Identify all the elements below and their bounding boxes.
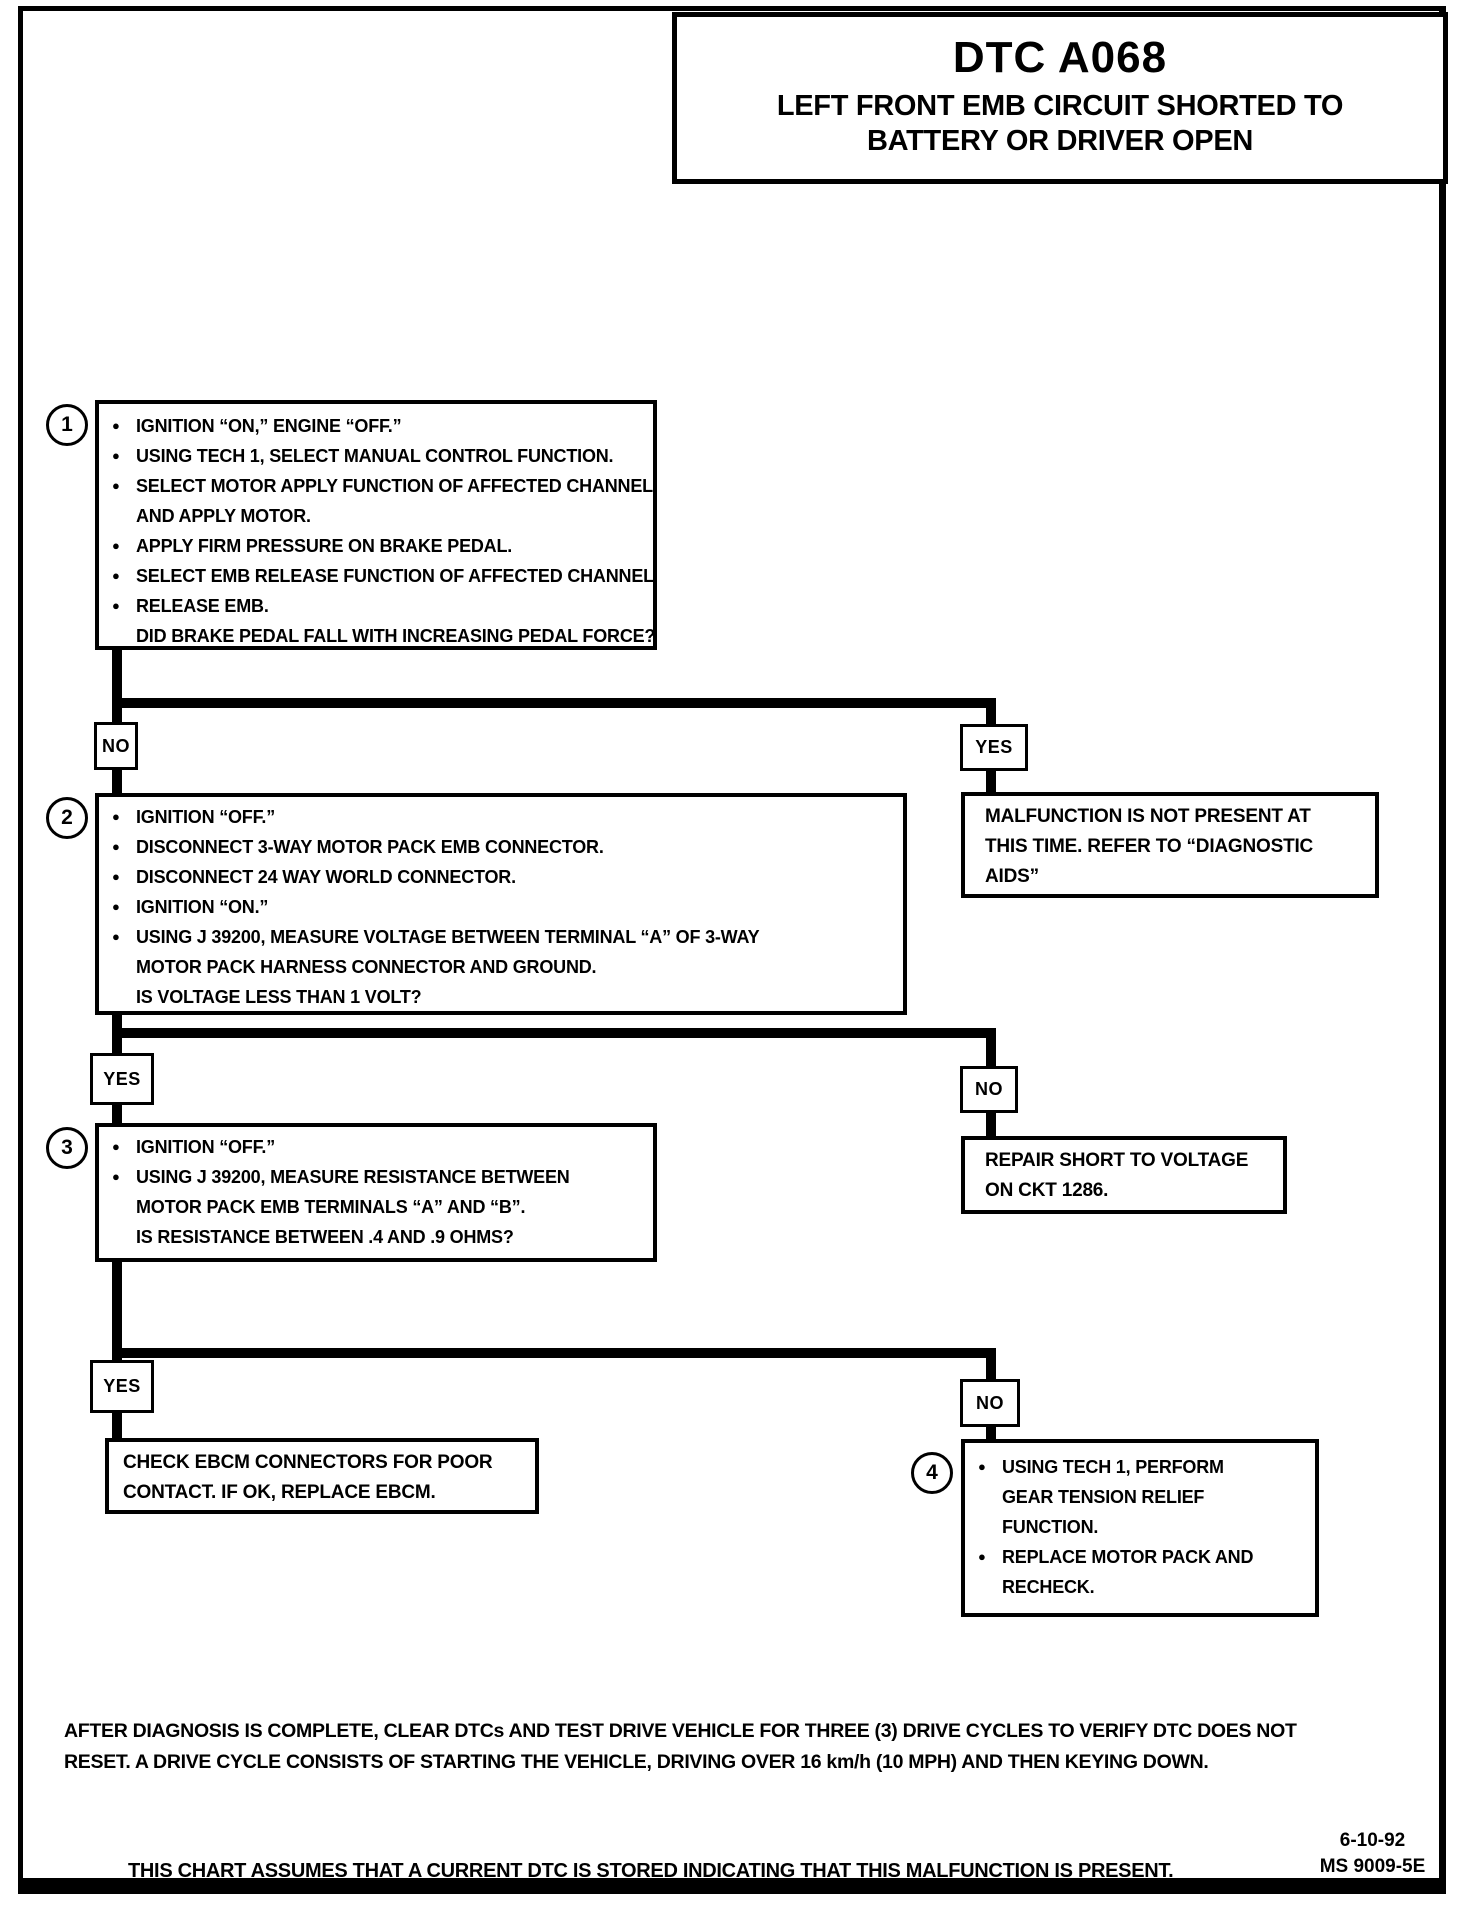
step-1-line: ●IGNITION “ON,” ENGINE “OFF.”: [99, 411, 653, 441]
step-3-line: ●USING J 39200, MEASURE RESISTANCE BETWE…: [99, 1162, 653, 1192]
step-3-line: ●IGNITION “OFF.”: [99, 1132, 653, 1162]
drive-cycle-note: AFTER DIAGNOSIS IS COMPLETE, CLEAR DTCs …: [64, 1716, 1297, 1778]
step-1-line: ●APPLY FIRM PRESSURE ON BRAKE PEDAL.: [99, 531, 653, 561]
bullet-icon: ●: [112, 899, 120, 914]
step-4-line: FUNCTION.: [965, 1512, 1315, 1542]
note-line-2: RESET. A DRIVE CYCLE CONSISTS OF STARTIN…: [64, 1751, 1209, 1773]
step-2-line: MOTOR PACK HARNESS CONNECTOR AND GROUND.: [99, 952, 903, 982]
branch-label-no-3: NO: [960, 1379, 1020, 1427]
bullet-icon: ●: [112, 478, 120, 493]
dtc-code-title: DTC A068: [952, 33, 1168, 82]
step-4-line: GEAR TENSION RELIEF: [965, 1482, 1315, 1512]
bullet-icon: [99, 1222, 136, 1252]
step-3-number-circle: 3: [46, 1127, 88, 1169]
branch-label-no-1: NO: [94, 722, 138, 770]
flow-line-yes1-to-result: [986, 771, 996, 794]
branch-label-no-2: NO: [960, 1066, 1018, 1113]
step-2-number-circle: 2: [46, 797, 88, 839]
branch-label-yes-2: YES: [90, 1053, 154, 1105]
step-2-line: ●DISCONNECT 3-WAY MOTOR PACK EMB CONNECT…: [99, 832, 903, 862]
result-repair-box: REPAIR SHORT TO VOLTAGE ON CKT 1286.: [961, 1136, 1287, 1214]
flow-line-row2-horizontal: [112, 1028, 996, 1038]
flow-line-row2-right-down: [986, 1028, 996, 1068]
step-2-line: ●IGNITION “ON.”: [99, 892, 903, 922]
flow-line-yes2-to-step3: [112, 1103, 122, 1125]
flow-line-no2-to-result: [986, 1111, 996, 1138]
bullet-icon: ●: [978, 1549, 986, 1564]
bullet-icon: ●: [978, 1459, 986, 1474]
step-1-line: ●SELECT MOTOR APPLY FUNCTION OF AFFECTED…: [99, 471, 658, 501]
bullet-icon: [965, 1572, 1002, 1602]
result-line: REPAIR SHORT TO VOLTAGE: [985, 1150, 1249, 1171]
step-3-line: IS RESISTANCE BETWEEN .4 AND .9 OHMS?: [99, 1222, 653, 1252]
result-line: ON CKT 1286.: [985, 1180, 1109, 1201]
title-box: DTC A068 LEFT FRONT EMB CIRCUIT SHORTED …: [672, 12, 1448, 184]
bullet-icon: [99, 1192, 136, 1222]
step-1-box: ●IGNITION “ON,” ENGINE “OFF.” ●USING TEC…: [95, 400, 658, 651]
step-4-line: ●REPLACE MOTOR PACK AND: [965, 1542, 1315, 1572]
bullet-icon: [965, 1482, 1002, 1512]
step-2-line: IS VOLTAGE LESS THAN 1 VOLT?: [99, 982, 903, 1012]
dtc-subtitle-line1: LEFT FRONT EMB CIRCUIT SHORTED TO: [776, 90, 1344, 122]
revision-date: 6-10-92: [1339, 1830, 1406, 1851]
result-line: THIS TIME. REFER TO “DIAGNOSTIC: [985, 836, 1314, 857]
flow-line-step3-down: [112, 1258, 122, 1362]
bullet-icon: ●: [112, 839, 120, 854]
step-1-line: ●SELECT EMB RELEASE FUNCTION OF AFFECTED…: [99, 561, 654, 591]
step-4-box: ●USING TECH 1, PERFORM GEAR TENSION RELI…: [961, 1439, 1319, 1617]
step-2-line: ●DISCONNECT 24 WAY WORLD CONNECTOR.: [99, 862, 903, 892]
step-4-line: ●USING TECH 1, PERFORM: [965, 1452, 1315, 1482]
step-4-line: RECHECK.: [965, 1572, 1315, 1602]
bullet-icon: [99, 952, 136, 982]
step-2-box: ●IGNITION “OFF.” ●DISCONNECT 3-WAY MOTOR…: [95, 793, 907, 1015]
result-line: MALFUNCTION IS NOT PRESENT AT: [985, 806, 1311, 827]
note-line-1: AFTER DIAGNOSIS IS COMPLETE, CLEAR DTCs …: [64, 1720, 1297, 1742]
flow-line-row3-right-down: [986, 1348, 996, 1381]
flow-line-row3-horizontal: [112, 1348, 996, 1358]
bullet-icon: ●: [112, 598, 120, 613]
bullet-icon: ●: [112, 538, 120, 553]
bullet-icon: ●: [112, 418, 120, 433]
flow-line-no3-to-step4: [986, 1426, 996, 1441]
step-1-number-circle: 1: [46, 404, 88, 446]
bullet-icon: ●: [112, 929, 120, 944]
bullet-icon: ●: [112, 448, 120, 463]
step-1-line: ●USING TECH 1, SELECT MANUAL CONTROL FUN…: [99, 441, 653, 471]
step-3-box: ●IGNITION “OFF.” ●USING J 39200, MEASURE…: [95, 1123, 657, 1262]
result-malfunction-box: MALFUNCTION IS NOT PRESENT AT THIS TIME.…: [961, 792, 1379, 898]
step-2-line: ●USING J 39200, MEASURE VOLTAGE BETWEEN …: [99, 922, 903, 952]
result-check-ebcm-box: CHECK EBCM CONNECTORS FOR POOR CONTACT. …: [105, 1438, 539, 1514]
bullet-icon: [99, 501, 136, 531]
flow-line-step1-down: [112, 646, 122, 722]
result-line: CONTACT. IF OK, REPLACE EBCM.: [123, 1482, 436, 1503]
bullet-icon: [99, 982, 136, 1012]
chart-assumption-note: THIS CHART ASSUMES THAT A CURRENT DTC IS…: [128, 1860, 1174, 1882]
step-2-line: ●IGNITION “OFF.”: [99, 802, 903, 832]
step-1-line: AND APPLY MOTOR.: [99, 501, 653, 531]
document-number: MS 9009-5E: [1319, 1856, 1426, 1877]
step-1-line: DID BRAKE PEDAL FALL WITH INCREASING PED…: [99, 621, 655, 651]
step-4-number-circle: 4: [911, 1452, 953, 1494]
branch-label-yes-1: YES: [960, 724, 1028, 771]
step-1-line: ●RELEASE EMB.: [99, 591, 653, 621]
flow-line-yes3-to-result: [112, 1412, 122, 1439]
result-line: CHECK EBCM CONNECTORS FOR POOR: [123, 1452, 493, 1473]
bullet-icon: ●: [112, 869, 120, 884]
flow-line-row1-right-down: [986, 698, 996, 726]
flow-line-row1-horizontal: [112, 698, 996, 708]
bullet-icon: ●: [112, 1139, 120, 1154]
bullet-icon: ●: [112, 568, 120, 583]
bullet-icon: ●: [112, 809, 120, 824]
page-border-frame: [18, 6, 1446, 1894]
result-line: AIDS”: [985, 866, 1039, 887]
dtc-subtitle-line2: BATTERY OR DRIVER OPEN: [866, 125, 1254, 157]
bullet-icon: [965, 1512, 1002, 1542]
revision-block: 6-10-92 MS 9009-5E: [1305, 1828, 1440, 1880]
step-3-line: MOTOR PACK EMB TERMINALS “A” AND “B”.: [99, 1192, 653, 1222]
flow-line-no1-to-step2: [112, 770, 122, 795]
bullet-icon: ●: [112, 1169, 120, 1184]
branch-label-yes-3: YES: [90, 1360, 154, 1413]
